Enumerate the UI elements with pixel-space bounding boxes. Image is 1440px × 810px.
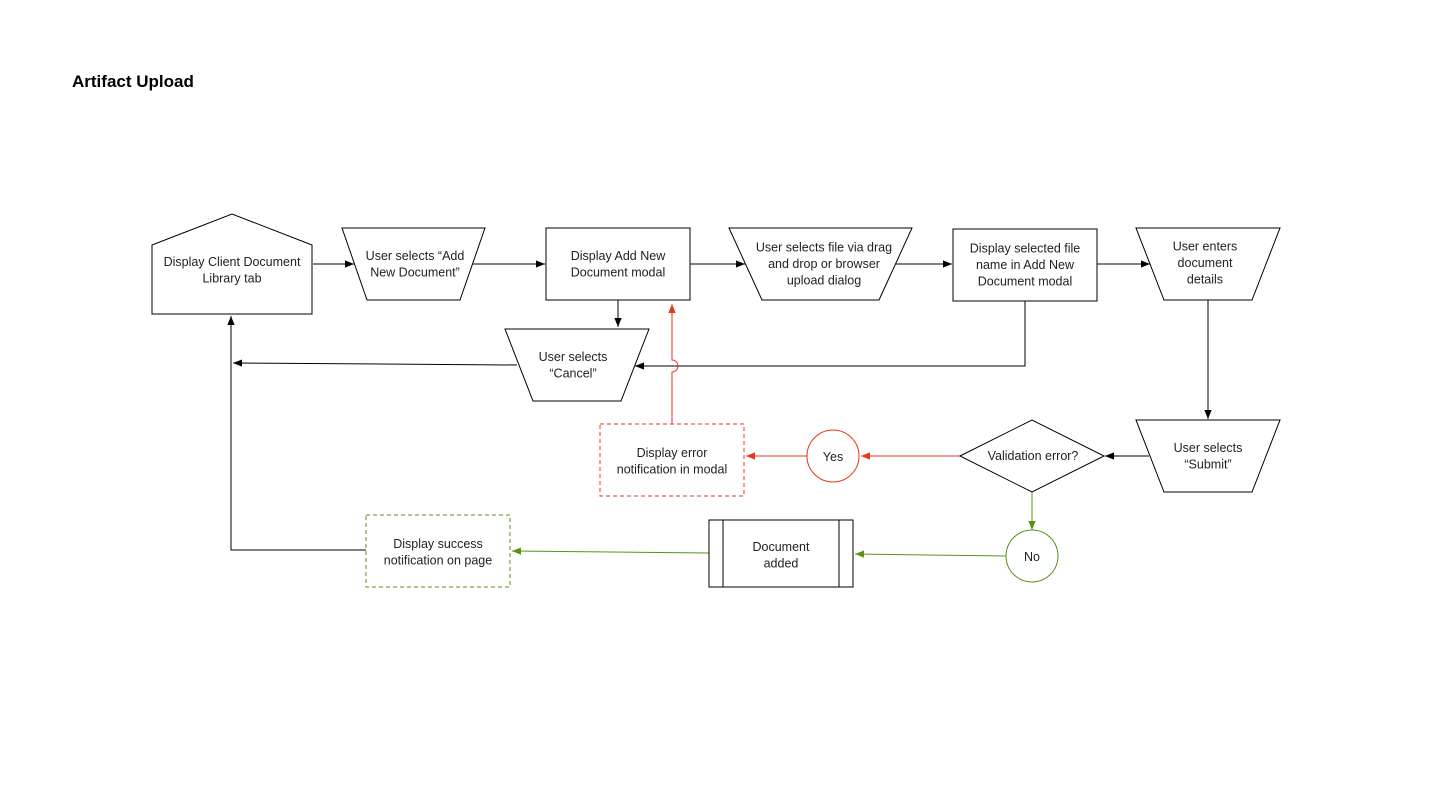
label-line: Document <box>753 540 810 554</box>
node-enter-details-shape <box>1135 227 1281 301</box>
node-enter-details-label: User enters document details <box>1173 240 1238 287</box>
label-line: Display Add New <box>571 249 666 263</box>
node-display-modal-shape <box>545 227 691 301</box>
label-line: User selects <box>539 350 608 364</box>
label-line: New Document” <box>370 265 460 279</box>
label-line: Yes <box>823 450 843 464</box>
edge-success-to-library <box>227 316 366 551</box>
label-line: User selects file via drag <box>756 241 892 255</box>
node-select-submit-label: User selects “Submit” <box>1174 441 1243 472</box>
node-yes-shape <box>806 429 860 483</box>
label-line: Document modal <box>571 265 666 279</box>
node-yes-label: Yes <box>823 450 843 464</box>
edge-added-to-success <box>511 547 710 555</box>
label-line: notification on page <box>384 553 492 567</box>
node-validation-shape <box>958 419 1106 493</box>
node-select-cancel-shape <box>504 328 650 402</box>
label-line: User selects <box>1174 441 1243 455</box>
label-line: document <box>1178 256 1233 270</box>
node-select-file-label: User selects file via drag and drop or br… <box>756 241 892 288</box>
node-select-submit-shape <box>1135 419 1281 493</box>
node-display-success-shape <box>365 514 511 588</box>
node-select-file-shape <box>728 227 913 301</box>
label-line: No <box>1024 550 1040 564</box>
node-validation-label: Validation error? <box>988 449 1079 463</box>
edge-no-to-added <box>854 550 1007 558</box>
label-line: Validation error? <box>988 449 1079 463</box>
label-line: “Cancel” <box>549 366 596 380</box>
label-line: added <box>764 556 799 570</box>
node-no-label: No <box>1024 550 1040 564</box>
label-line: Display error <box>637 446 708 460</box>
node-display-success-label: Display success notification on page <box>384 537 492 568</box>
node-display-library-shape <box>151 213 313 315</box>
edge-cancel-to-library <box>232 359 518 367</box>
node-document-added-label: Document added <box>753 540 810 571</box>
page-title: Artifact Upload <box>72 72 194 91</box>
node-no-shape <box>1005 529 1059 583</box>
label-line: notification in modal <box>617 462 727 476</box>
node-select-cancel-label: User selects “Cancel” <box>539 350 608 381</box>
label-line: User enters <box>1173 240 1238 254</box>
node-display-error-label: Display error notification in modal <box>617 446 727 477</box>
label-line: and drop or browser <box>768 257 880 271</box>
label-line: Display Client Document <box>164 255 301 269</box>
node-select-add-shape <box>341 227 486 301</box>
node-document-added-shape <box>708 519 854 588</box>
label-line: name in Add New <box>976 258 1075 272</box>
node-display-filename-shape <box>952 228 1098 302</box>
label-line: Display selected file <box>970 242 1081 256</box>
label-line: User selects “Add <box>366 249 465 263</box>
label-line: upload dialog <box>787 274 861 288</box>
label-line: Library tab <box>202 271 261 285</box>
edge-filename-to-cancel <box>635 301 1026 370</box>
label-line: details <box>1187 273 1223 287</box>
label-line: Display success <box>393 537 483 551</box>
label-line: Document modal <box>978 275 1073 289</box>
node-display-error-shape <box>599 423 745 497</box>
label-line: “Submit” <box>1184 457 1231 471</box>
edge-error-to-modal <box>668 304 679 424</box>
